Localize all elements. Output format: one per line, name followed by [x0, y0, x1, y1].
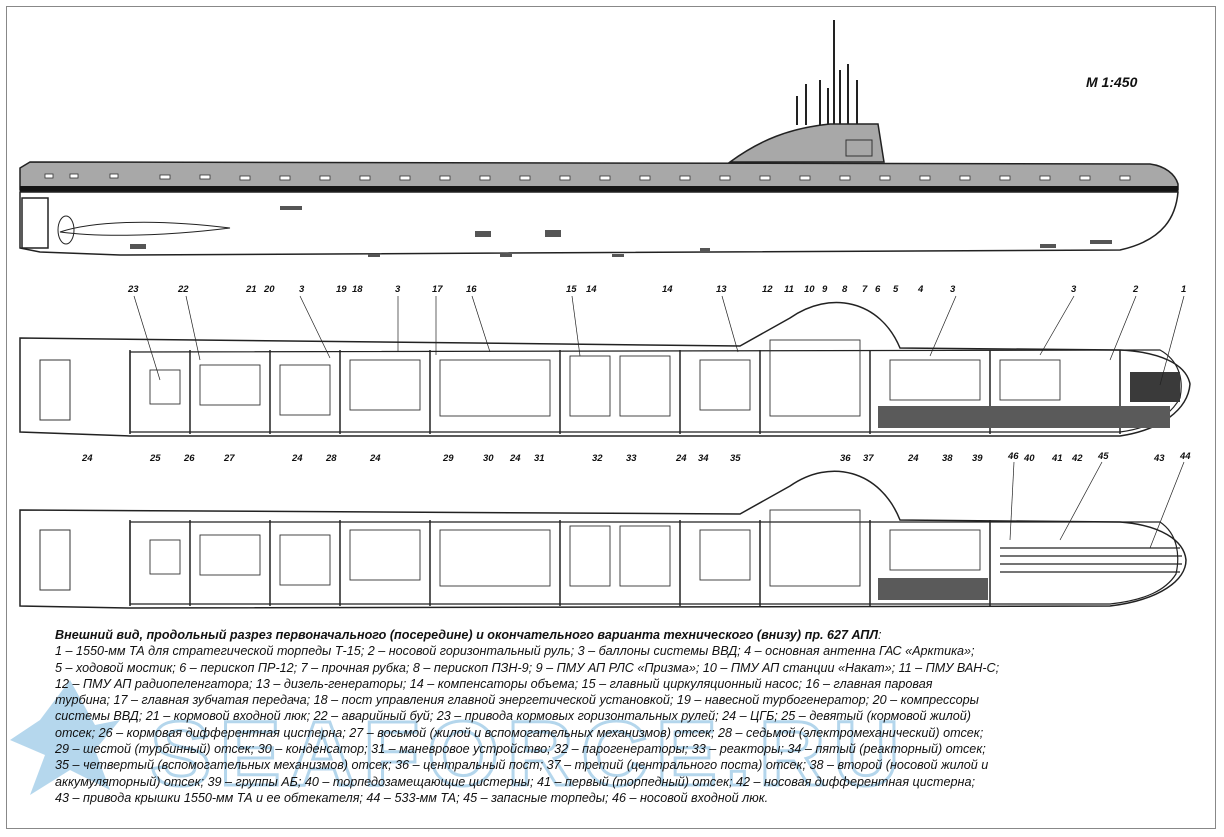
- callout-21: 21: [245, 284, 257, 295]
- caption-title: Внешний вид, продольный разрез первонача…: [55, 628, 879, 642]
- caption-line: 1 – 1550-мм ТА для стратегической торпед…: [55, 644, 975, 659]
- callout-3c: 3: [950, 284, 956, 295]
- callout-24a: 24: [81, 453, 93, 464]
- caption-line: аккумуляторный) отсек; 39 – группы АБ; 4…: [55, 774, 975, 789]
- callout-3a: 3: [299, 284, 305, 295]
- callout-23: 23: [127, 284, 139, 295]
- caption-line: отсек; 26 – кормовая дифферентная цистер…: [55, 725, 984, 740]
- external-view: [19, 20, 1179, 257]
- caption-line: 29 – шестой (турбинный) отсек; 30 – конд…: [55, 742, 986, 757]
- callout-44: 44: [1179, 451, 1191, 462]
- callout-12: 12: [762, 284, 773, 295]
- callout-11: 11: [784, 284, 794, 295]
- callout-7: 7: [862, 284, 868, 295]
- callout-33: 33: [626, 453, 637, 464]
- callouts-bottom: 24 25 26 27 24 28 24 29 30 24 31 32 33 2…: [81, 453, 1165, 464]
- callout-45: 45: [1097, 451, 1109, 462]
- callout-3b: 3: [395, 284, 401, 295]
- callout-25: 25: [149, 453, 161, 464]
- callout-24f: 24: [907, 453, 919, 464]
- callout-4: 4: [917, 284, 924, 295]
- callout-46: 46: [1007, 451, 1019, 462]
- callout-30: 30: [483, 453, 494, 464]
- callout-16: 16: [466, 284, 477, 295]
- callout-1: 1: [1181, 284, 1186, 295]
- callout-26: 26: [183, 453, 195, 464]
- caption-line: 43 – привода крышки 1550-мм ТА и ее обте…: [55, 790, 769, 805]
- lower-section: [19, 470, 1187, 609]
- callout-19: 19: [336, 284, 347, 295]
- callout-9: 9: [822, 284, 828, 295]
- callout-34: 34: [698, 453, 709, 464]
- callout-38: 38: [942, 453, 953, 464]
- callout-18: 18: [352, 284, 363, 295]
- caption-line: 5 – ходовой мостик; 6 – перископ ПР-12; …: [55, 660, 1000, 675]
- caption-line: 35 – четвертый (вспомогательных механизм…: [55, 758, 989, 773]
- callout-24e: 24: [675, 453, 687, 464]
- callout-2: 2: [1132, 284, 1139, 295]
- callout-8: 8: [842, 284, 848, 295]
- middle-section: [19, 301, 1191, 437]
- callouts-top: 23 22 21 20 3 19 18 3 17 16 15 14 14 13 …: [127, 284, 1186, 295]
- callout-3d: 3: [1071, 284, 1077, 295]
- callout-28: 28: [325, 453, 337, 464]
- callout-37: 37: [863, 453, 874, 464]
- callouts-lower-profile: 46 45 44: [1007, 451, 1191, 462]
- leader-lines: [133, 295, 1185, 549]
- callout-22: 22: [177, 284, 189, 295]
- drawing-frame: [6, 6, 1216, 829]
- callout-20: 20: [263, 284, 275, 295]
- callout-32: 32: [592, 453, 603, 464]
- callout-15: 15: [566, 284, 577, 295]
- callout-43: 43: [1153, 453, 1165, 464]
- callout-29: 29: [442, 453, 454, 464]
- callout-24d: 24: [509, 453, 521, 464]
- callout-41: 41: [1051, 453, 1063, 464]
- callout-39: 39: [972, 453, 983, 464]
- callout-31: 31: [534, 453, 545, 464]
- callout-14a: 14: [586, 284, 597, 295]
- caption-line: 12 – ПМУ АП радиопеленгатора; 13 – дизел…: [55, 676, 933, 691]
- callout-13: 13: [716, 284, 727, 295]
- callout-5: 5: [893, 284, 899, 295]
- callout-17: 17: [432, 284, 443, 295]
- caption-line: турбина; 17 – главная зубчатая передача;…: [55, 693, 979, 708]
- caption: Внешний вид, продольный разрез первонача…: [55, 627, 1195, 806]
- callout-24b: 24: [291, 453, 303, 464]
- caption-line: системы ВВД; 21 – кормовой входной люк; …: [55, 709, 971, 724]
- callout-42: 42: [1071, 453, 1083, 464]
- callout-14b: 14: [662, 284, 673, 295]
- callout-27: 27: [223, 453, 235, 464]
- callout-10: 10: [804, 284, 815, 295]
- callout-40: 40: [1023, 453, 1035, 464]
- scale-label: М 1:450: [1086, 74, 1138, 90]
- callout-6: 6: [875, 284, 881, 295]
- callout-35: 35: [730, 453, 741, 464]
- callout-24c: 24: [369, 453, 381, 464]
- callout-36: 36: [840, 453, 851, 464]
